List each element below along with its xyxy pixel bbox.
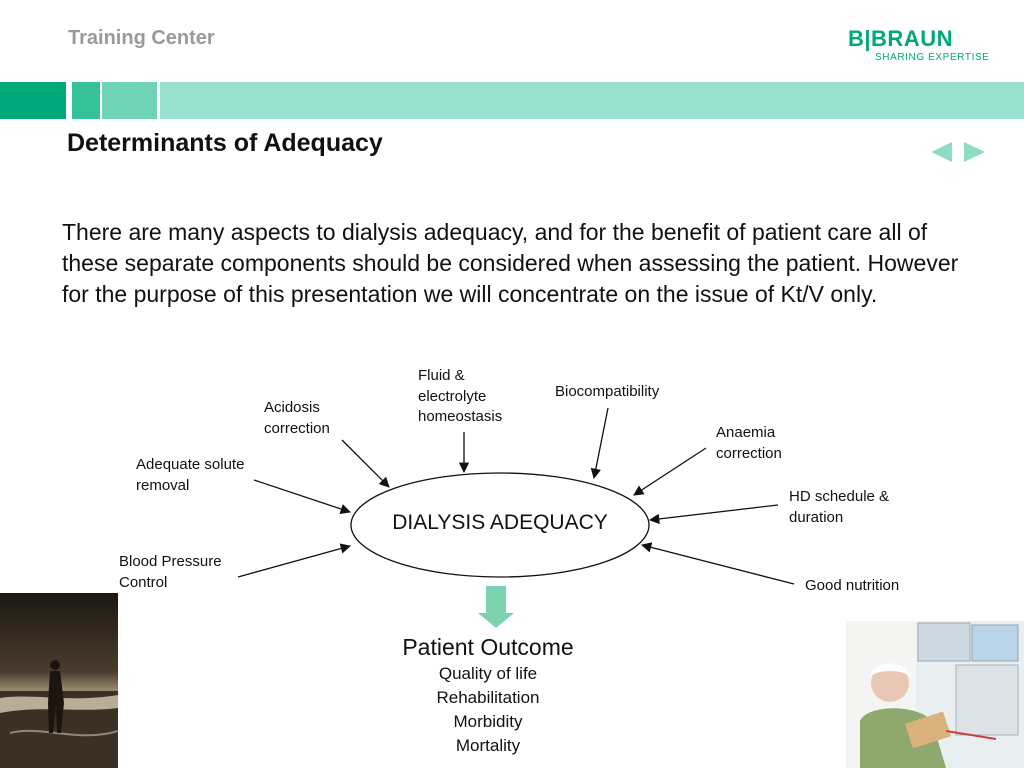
factor-line: Control <box>119 573 168 591</box>
factor-line: Anaemia <box>716 424 776 441</box>
factor-biocompatibility: Biocompatibility <box>555 382 659 403</box>
factor-adequate-solute-removal: Adequate solute removal <box>136 455 244 496</box>
arrow-nutrition <box>640 542 795 585</box>
factor-line: homeostasis <box>418 408 503 425</box>
factor-line: Acidosis <box>264 399 320 416</box>
previous-slide-button[interactable] <box>928 140 954 166</box>
header-band-segment <box>102 82 157 119</box>
triangle-left-icon <box>931 142 952 162</box>
logo-brand: B|BRAUN <box>848 26 953 51</box>
logo-tagline: SHARING EXPERTISE <box>875 52 990 63</box>
arrow-anaemia <box>633 447 707 496</box>
header-band-segment <box>72 82 100 119</box>
header-title: Training Center <box>68 27 215 49</box>
factor-line: electrolyte <box>418 387 487 405</box>
slide-title: Determinants of Adequacy <box>67 129 383 157</box>
header-band-segment <box>0 82 66 119</box>
outcome-item: Rehabilitation <box>436 688 540 707</box>
factor-line: Biocompatibility <box>555 383 660 400</box>
factor-line: removal <box>136 476 190 494</box>
outcome-item: Mortality <box>455 736 521 755</box>
factor-line: Good nutrition <box>805 577 900 594</box>
arrow-solute <box>253 479 351 514</box>
outcome-down-arrow <box>478 586 514 628</box>
factor-anaemia-correction: Anaemia correction <box>716 423 782 464</box>
beach-walk-photo <box>0 593 118 768</box>
bbraun-logo: B|BRAUN SHARING EXPERTISE <box>848 26 998 66</box>
factor-blood-pressure-control: Blood Pressure Control <box>119 552 222 593</box>
outcome-title: Patient Outcome <box>402 634 574 660</box>
factor-hd-schedule-duration: HD schedule & duration <box>789 487 889 528</box>
intro-paragraph: There are many aspects to dialysis adequ… <box>62 219 959 307</box>
factor-line: correction <box>716 444 782 462</box>
outcome-item: Morbidity <box>453 712 523 731</box>
triangle-right-icon <box>964 142 985 162</box>
arrow-hd-schedule <box>648 504 779 525</box>
factor-line: Adequate solute <box>136 456 245 473</box>
factor-line: Fluid & <box>418 367 465 384</box>
factor-good-nutrition: Good nutrition <box>805 576 899 597</box>
factor-fluid-electrolyte: Fluid & electrolyte homeostasis <box>418 366 502 428</box>
factor-line: Blood Pressure <box>119 553 222 570</box>
outcome-item: Quality of life <box>438 664 538 683</box>
arrow-blood-pressure <box>237 543 352 578</box>
header-band-segment <box>160 82 1024 119</box>
factor-line: HD schedule & <box>789 488 890 505</box>
factor-acidosis-correction: Acidosis correction <box>264 398 330 439</box>
arrow-acidosis <box>341 439 390 488</box>
factor-line: correction <box>264 419 330 437</box>
patient-dialysis-photo <box>846 621 1024 768</box>
arrow-biocompatibility <box>590 407 609 480</box>
next-slide-button[interactable] <box>962 140 988 166</box>
patient-outcome: Patient Outcome Quality of life Rehabili… <box>348 632 628 758</box>
factor-line: duration <box>789 508 844 526</box>
dialysis-adequacy-label: DIALYSIS ADEQUACY <box>392 511 608 534</box>
